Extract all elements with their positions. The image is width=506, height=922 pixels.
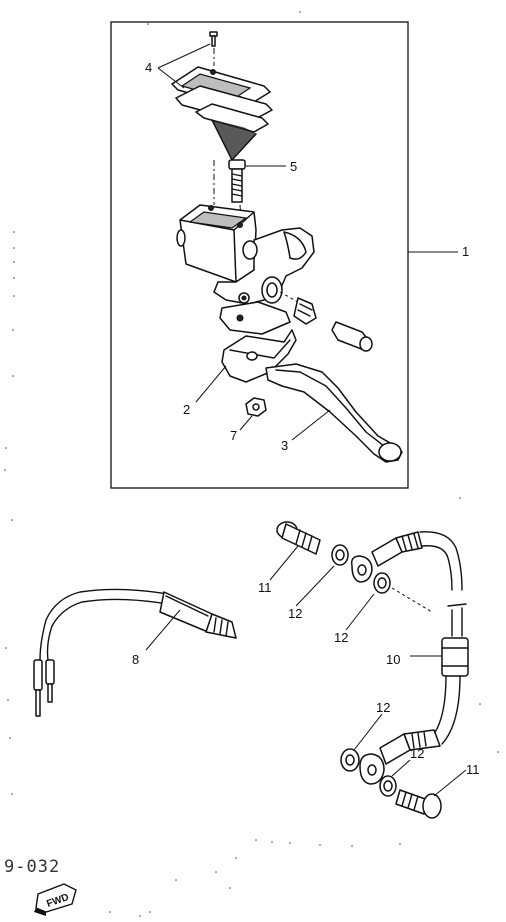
banjo-bolt-11-lower [395,789,442,819]
callout-1: 1 [462,244,469,259]
callout-12-lower-2: 12 [410,746,424,761]
brake-switch-8 [33,588,237,717]
callout-8: 8 [132,652,139,667]
nut-7 [245,397,267,417]
sealing-washer-lower-2 [379,775,397,797]
cap-screw [209,31,218,47]
master-cylinder-body [176,204,315,335]
page-code: 9-032 [4,857,60,877]
sealing-washer-upper-1 [331,544,349,566]
callout-7: 7 [230,428,237,443]
callout-3: 3 [281,438,288,453]
callout-10: 10 [386,652,400,667]
callout-12-lower-1: 12 [376,700,390,715]
sealing-washer-lower-1 [340,748,360,772]
sealing-washer-upper-2 [373,572,391,594]
callout-5: 5 [290,159,297,174]
callout-11-lower: 11 [466,762,480,777]
callout-2: 2 [183,402,190,417]
assembly-frame [110,21,409,489]
scan-specks [4,11,499,917]
fwd-direction-badge: FWD [34,883,77,916]
callout-4: 4 [145,60,152,75]
banjo-bolt-11-upper [276,521,321,555]
brake-hose-10 [350,531,469,785]
reservoir-cap-assembly [171,31,273,161]
banjo-bolt-5 [228,159,246,203]
lever-holder-2 [221,329,297,383]
brake-lever-3 [265,363,403,463]
diaphragm [195,103,269,161]
callout-11-upper: 11 [258,580,272,595]
wire-terminals [33,659,55,717]
callout-12-upper-1: 12 [288,606,302,621]
callout-12-upper-2: 12 [334,630,348,645]
brake-switch-parts [279,291,373,352]
leader-lines [145,43,467,797]
